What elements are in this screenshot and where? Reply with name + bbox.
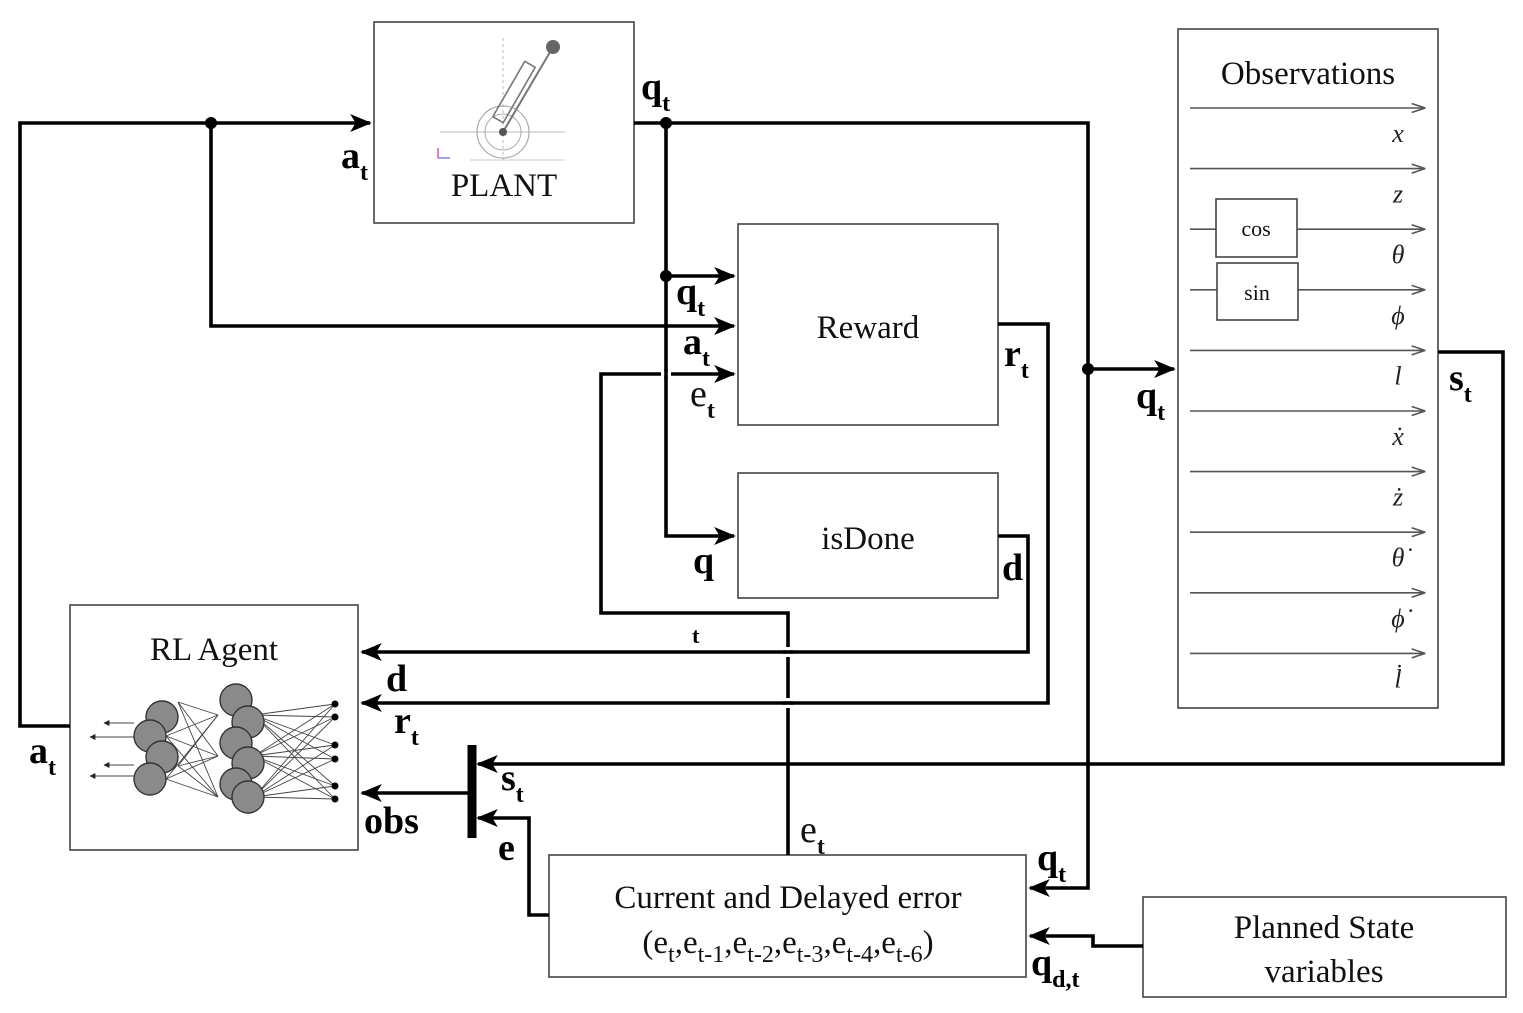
wire-planned-to-error <box>1028 927 1143 948</box>
observation-label: z <box>1392 180 1403 209</box>
neural-network-icon <box>89 683 339 814</box>
wire-error-to-reward <box>599 365 790 855</box>
observations-label: Observations <box>1221 56 1395 92</box>
cos-block <box>1215 198 1298 258</box>
planned-label-2: variables <box>1264 954 1383 990</box>
reward-block: Reward <box>737 223 999 426</box>
junction-dot <box>1082 363 1094 375</box>
wire-error-to-mux <box>476 809 549 917</box>
label-q-planned: qd,t <box>1031 942 1079 993</box>
isdone-block: isDone <box>737 472 999 599</box>
label-q-observations: qt <box>1136 375 1165 426</box>
label-s-mux: st <box>501 757 524 808</box>
planned-label-1: Planned State <box>1234 910 1415 946</box>
label-e-error: et <box>800 809 825 860</box>
label-a-agent: at <box>29 730 56 781</box>
observation-label: ż <box>1392 483 1403 512</box>
rl-agent-block: RL Agent <box>69 604 359 851</box>
wire-observations-to-mux <box>476 350 1505 773</box>
label-d-isdone: d <box>1002 547 1023 589</box>
junction-dot <box>205 117 217 129</box>
label-q-plant: qt <box>641 66 670 117</box>
label-q-isdone: q <box>693 540 714 582</box>
label-a-plant: at <box>341 135 368 186</box>
junction-dot <box>660 270 672 282</box>
error-title: Current and Delayed error <box>614 880 961 916</box>
planned-state-block: Planned State variables <box>1142 896 1507 998</box>
label-a-reward: at <box>683 321 710 372</box>
error-block: Current and Delayed error (et,et-1,et-2,… <box>548 854 1027 978</box>
plant-block: PLANT <box>373 21 635 224</box>
label-t: t <box>692 623 700 648</box>
label-e-mux: e <box>498 827 515 869</box>
isdone-label: isDone <box>821 521 915 557</box>
label-r-reward: rt <box>1004 333 1029 384</box>
wire-action-to-plant <box>18 114 372 728</box>
sin-block <box>1216 262 1299 321</box>
observation-label: θ <box>1392 240 1405 269</box>
label-r-agent: rt <box>394 700 419 751</box>
junction-dot <box>660 117 672 129</box>
label-obs: obs <box>364 800 419 842</box>
label-s-observations: st <box>1449 357 1472 408</box>
wire-action-to-reward <box>209 123 736 335</box>
error-sequence: (et,et-1,et-2,et-3,et-4,et-6) <box>642 925 933 968</box>
label-q-reward: qt <box>676 271 705 322</box>
pendulum-icon <box>437 38 565 161</box>
label-e-reward: et <box>690 373 715 424</box>
observation-label: l <box>1394 361 1401 390</box>
wire-done-to-agent <box>360 534 1030 661</box>
observation-label: ϕ <box>1391 301 1404 330</box>
rl-agent-label: RL Agent <box>150 632 278 668</box>
observation-label: l̇ <box>1394 664 1401 693</box>
observation-label: x <box>1391 119 1404 148</box>
observation-label: ẋ <box>1391 422 1404 451</box>
plant-label: PLANT <box>451 168 557 204</box>
label-d-agent: d <box>386 658 407 700</box>
reward-label: Reward <box>817 310 920 346</box>
cos-label: cos <box>1241 216 1270 241</box>
label-q-error: qt <box>1037 837 1066 888</box>
wire-state-to-isdone <box>664 123 736 545</box>
wire-state-to-error <box>634 121 1090 897</box>
wire-reward-to-agent <box>360 322 1050 712</box>
sin-label: sin <box>1244 280 1270 305</box>
